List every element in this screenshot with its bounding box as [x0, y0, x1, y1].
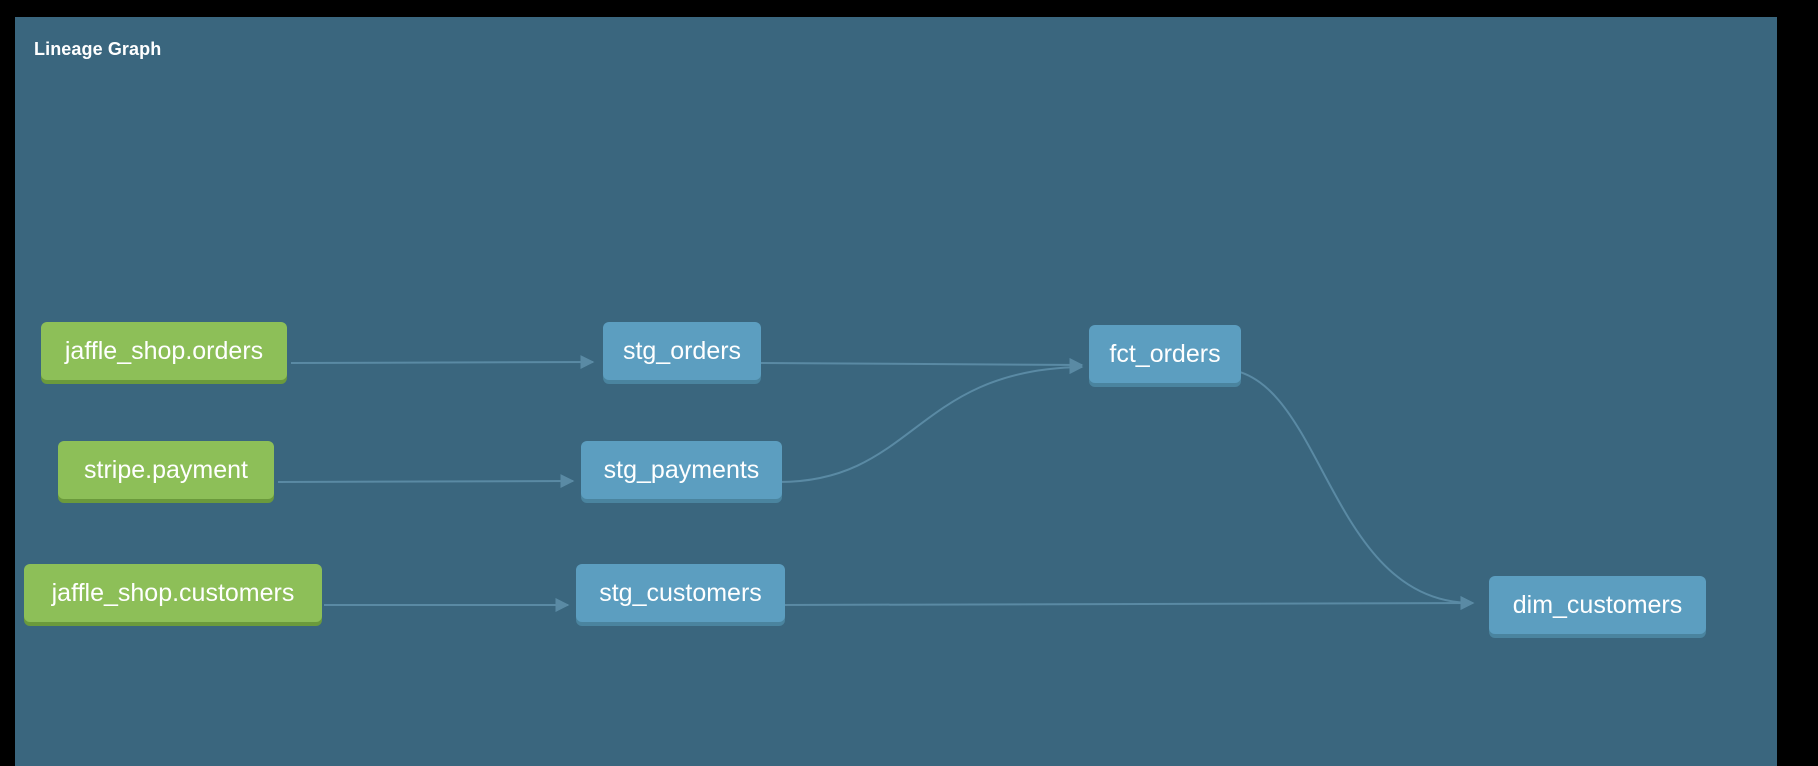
- node-jaffle-shop-orders[interactable]: jaffle_shop.orders: [41, 322, 287, 380]
- node-label: stg_payments: [603, 455, 760, 484]
- node-stripe-payment[interactable]: stripe.payment: [58, 441, 274, 499]
- node-stg-customers[interactable]: stg_customers: [576, 564, 785, 622]
- node-label: fct_orders: [1109, 339, 1221, 368]
- edge-fct-orders-to-dim-customers: [1219, 368, 1475, 610]
- lineage-graph-canvas[interactable]: Lineage Graph jaffle_shop.orders stripe.…: [15, 17, 1777, 766]
- node-label: stg_orders: [622, 336, 742, 365]
- edge-stg-customers-to-dim-customers: [781, 596, 1475, 611]
- edge-stg-orders-to-fct-orders: [759, 357, 1084, 372]
- edge-stripe-payment-to-stg-payments: [277, 474, 575, 489]
- graph-title: Lineage Graph: [34, 39, 162, 59]
- node-label: jaffle_shop.orders: [64, 336, 264, 365]
- node-jaffle-shop-customers[interactable]: jaffle_shop.customers: [24, 564, 322, 622]
- node-label: dim_customers: [1512, 590, 1683, 619]
- node-stg-orders[interactable]: stg_orders: [603, 322, 761, 380]
- node-fct-orders[interactable]: fct_orders: [1089, 325, 1241, 383]
- edge-jaffle-shop-orders-to-stg-orders: [290, 355, 595, 370]
- node-label: jaffle_shop.customers: [51, 578, 295, 607]
- node-dim-customers[interactable]: dim_customers: [1489, 576, 1706, 634]
- node-label: stripe.payment: [84, 455, 248, 484]
- edges-layer: [277, 355, 1475, 612]
- edge-stg-payments-to-fct-orders: [778, 360, 1084, 483]
- node-label: stg_customers: [599, 578, 762, 607]
- node-stg-payments[interactable]: stg_payments: [581, 441, 782, 499]
